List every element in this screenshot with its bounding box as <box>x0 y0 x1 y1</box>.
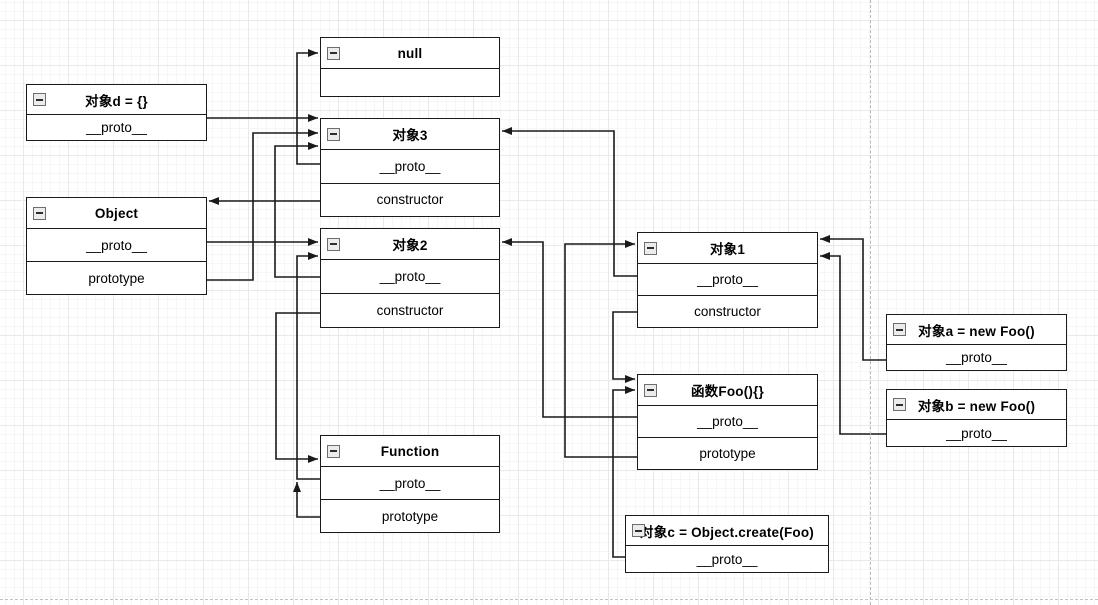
node-title[interactable]: Function <box>321 436 499 466</box>
node-title-label: 对象b = new Foo() <box>917 398 1036 414</box>
node-function[interactable]: Function __proto__ prototype <box>320 435 500 533</box>
collapse-minus-icon[interactable] <box>644 241 657 255</box>
edge-obj1-proto-to-obj3[interactable] <box>502 127 637 277</box>
node-title-label: 对象a = new Foo() <box>918 323 1035 339</box>
node-title[interactable]: 对象2 <box>321 229 499 259</box>
node-row[interactable]: __proto__ <box>887 419 1066 446</box>
node-row[interactable]: prototype <box>638 437 817 469</box>
edge-function-proto-to-obj2[interactable] <box>296 252 320 480</box>
page-boundary-vertical-guide <box>870 0 871 605</box>
edge-objc-proto-to-foo[interactable] <box>612 386 635 558</box>
node-row-label: __proto__ <box>697 414 758 429</box>
node-obj-2[interactable]: 对象2 __proto__ constructor <box>320 228 500 328</box>
node-foo[interactable]: 函数Foo(){} __proto__ prototype <box>637 374 818 470</box>
node-title-label: 对象2 <box>392 238 428 253</box>
node-row[interactable]: __proto__ <box>638 405 817 437</box>
node-row-label: __proto__ <box>696 551 758 567</box>
edge-function-prototype-up[interactable] <box>293 482 320 518</box>
node-title[interactable]: 函数Foo(){} <box>638 375 817 405</box>
collapse-minus-icon[interactable] <box>327 444 340 458</box>
node-row-label: prototype <box>699 446 756 461</box>
node-title[interactable]: 对象c = Object.create(Foo) <box>626 516 828 545</box>
node-row[interactable]: __proto__ <box>626 545 828 572</box>
node-row-label: constructor <box>376 192 444 208</box>
node-row[interactable]: __proto__ <box>27 228 206 261</box>
node-row[interactable]: __proto__ <box>887 344 1066 370</box>
node-title[interactable]: 对象3 <box>321 119 499 149</box>
collapse-minus-icon[interactable] <box>644 383 657 397</box>
node-obj-d[interactable]: 对象d = {} __proto__ <box>26 84 207 141</box>
node-row[interactable]: prototype <box>321 499 499 532</box>
edge-objb-proto-to-obj1[interactable] <box>820 252 886 435</box>
node-null[interactable]: null <box>320 37 500 97</box>
collapse-minus-icon[interactable] <box>327 46 340 60</box>
node-row[interactable]: constructor <box>321 182 499 217</box>
collapse-minus-icon[interactable] <box>327 237 340 251</box>
node-title[interactable]: null <box>321 38 499 68</box>
edge-obj1-constructor-to-foo[interactable] <box>612 311 637 383</box>
node-row-label: constructor <box>376 303 444 318</box>
node-row-label: constructor <box>694 304 761 319</box>
node-row-label: __proto__ <box>946 425 1007 441</box>
node-obj-a[interactable]: 对象a = new Foo() __proto__ <box>886 314 1067 371</box>
node-row[interactable]: __proto__ <box>321 149 499 183</box>
collapse-minus-icon[interactable] <box>893 323 906 336</box>
node-title-label: 对象1 <box>709 242 746 257</box>
edge-foo-prototype-to-obj1[interactable] <box>564 240 637 458</box>
node-object[interactable]: Object __proto__ prototype <box>26 197 207 295</box>
page-boundary-horizontal-guide <box>0 599 1098 600</box>
node-title-label: 函数Foo(){} <box>690 384 765 399</box>
node-row-label: __proto__ <box>379 269 441 284</box>
node-row-label: __proto__ <box>379 158 441 174</box>
node-row[interactable]: constructor <box>321 293 499 327</box>
node-title[interactable]: 对象1 <box>638 233 817 263</box>
collapse-minus-icon[interactable] <box>632 524 645 537</box>
node-title[interactable]: 对象d = {} <box>27 85 206 114</box>
edge-object-prototype-to-obj3[interactable] <box>207 129 318 281</box>
edge-obj2-constructor-to-function[interactable] <box>275 312 320 463</box>
node-row-label: __proto__ <box>697 272 758 287</box>
node-title-label: 对象c = Object.create(Foo) <box>640 524 814 540</box>
collapse-minus-icon[interactable] <box>33 206 46 220</box>
node-obj-1[interactable]: 对象1 __proto__ constructor <box>637 232 818 328</box>
node-title-label: 对象3 <box>392 128 428 143</box>
collapse-minus-icon[interactable] <box>33 93 46 106</box>
collapse-minus-icon[interactable] <box>327 127 340 141</box>
edge-foo-proto-to-obj2[interactable] <box>502 238 637 418</box>
node-title-label: 对象d = {} <box>85 93 148 109</box>
node-obj-c[interactable]: 对象c = Object.create(Foo) __proto__ <box>625 515 829 573</box>
edge-obja-proto-to-obj1[interactable] <box>820 235 886 361</box>
node-row-label: __proto__ <box>946 350 1007 365</box>
node-row[interactable]: prototype <box>27 261 206 294</box>
node-obj-3[interactable]: 对象3 __proto__ constructor <box>320 118 500 217</box>
node-row[interactable]: __proto__ <box>638 263 817 295</box>
node-title-label: Function <box>380 443 440 459</box>
node-row[interactable]: __proto__ <box>321 259 499 293</box>
node-row-label: __proto__ <box>86 120 147 135</box>
node-title[interactable]: Object <box>27 198 206 228</box>
node-row[interactable]: __proto__ <box>321 466 499 499</box>
node-title[interactable]: 对象a = new Foo() <box>887 315 1066 344</box>
node-row-label: prototype <box>88 270 145 286</box>
node-row-label: __proto__ <box>379 475 441 491</box>
edge-obj3-proto-to-null[interactable] <box>296 49 320 165</box>
node-title[interactable]: 对象b = new Foo() <box>887 390 1066 419</box>
node-row-label: __proto__ <box>86 237 147 253</box>
node-row[interactable]: constructor <box>638 295 817 327</box>
node-obj-b[interactable]: 对象b = new Foo() __proto__ <box>886 389 1067 447</box>
node-title-label: Object <box>94 205 139 221</box>
node-row[interactable]: __proto__ <box>27 114 206 140</box>
node-row[interactable] <box>321 68 499 96</box>
node-row-label: prototype <box>381 508 439 524</box>
node-title-label: null <box>397 45 423 61</box>
collapse-minus-icon[interactable] <box>893 398 906 411</box>
